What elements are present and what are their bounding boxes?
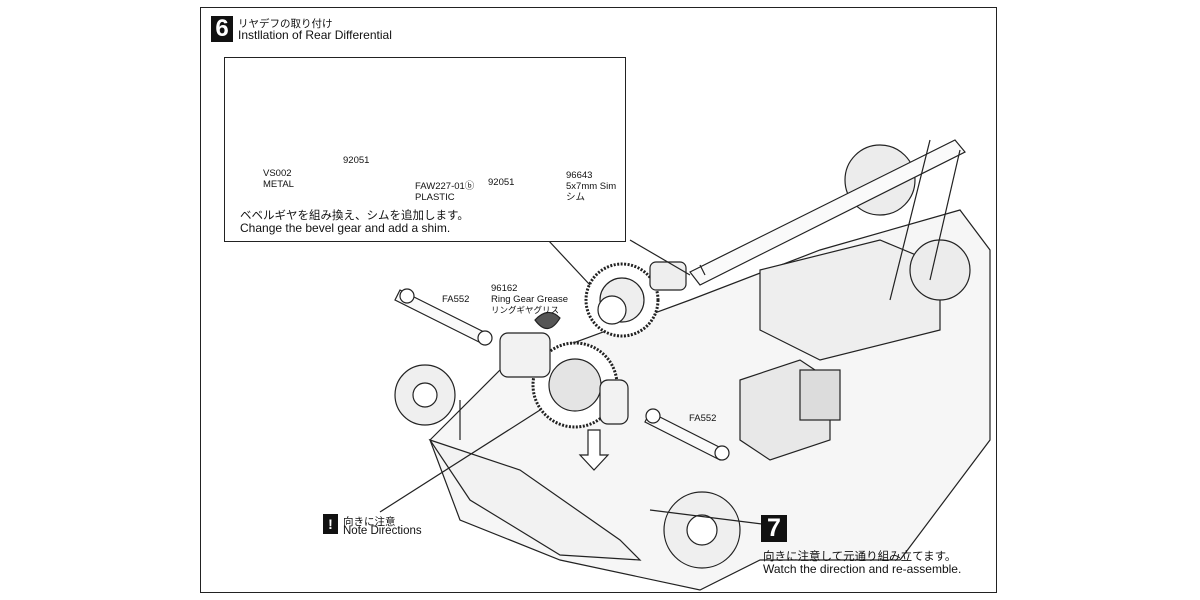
note-directions-jp: 向きに注意	[343, 516, 396, 528]
grease-blob	[534, 311, 561, 330]
inset-note-jp: ベベルギヤを組み換え、シムを追加します。	[240, 210, 469, 222]
label-vs002-material: METAL	[263, 179, 294, 190]
label-pin-left: 92051	[343, 155, 370, 166]
label-grease-jp: リングギヤグリス	[491, 305, 560, 315]
label-shim-jp: シム	[566, 192, 586, 203]
heatsink	[799, 369, 841, 421]
label-shim-code: 96643	[566, 170, 593, 181]
diff-case	[499, 332, 551, 378]
manual-page-frame	[200, 7, 997, 593]
step-6-title-jp: リヤデフの取り付け	[238, 18, 333, 30]
label-pin-right: 92051	[488, 177, 515, 188]
diff-cup	[649, 261, 687, 291]
note-directions-en: Note Directions	[343, 525, 422, 537]
diff-outdrive	[599, 379, 629, 425]
warning-icon: !	[323, 514, 338, 534]
inset-note-en: Change the bevel gear and add a shim.	[240, 221, 451, 235]
step-7-text-en: Watch the direction and re-assemble.	[763, 562, 962, 576]
label-faw227: FAW227-01ⓑ	[415, 181, 475, 192]
front-hub-right	[909, 239, 971, 301]
step-6-number: 6	[211, 16, 233, 42]
step-7-number: 7	[761, 515, 787, 542]
step-7-text-jp: 向きに注意して元通り組み立てます。	[763, 551, 957, 563]
label-faw227-material: PLASTIC	[415, 192, 455, 203]
center-shaft	[689, 139, 966, 286]
label-grease-code: 96162	[491, 283, 518, 294]
rear-arm	[428, 438, 642, 561]
battery-block	[759, 239, 941, 361]
label-shim-size: 5x7mm Sim	[566, 181, 617, 192]
label-vs002: VS002	[263, 168, 292, 179]
step-6-title-en: Instllation of Rear Differential	[238, 28, 392, 42]
label-shaft-right: FA552	[689, 413, 717, 424]
inset-detail-panel	[224, 57, 626, 242]
label-shaft-left: FA552	[442, 294, 470, 305]
label-grease-en: Ring Gear Grease	[491, 294, 569, 305]
down-arrow	[578, 429, 610, 471]
